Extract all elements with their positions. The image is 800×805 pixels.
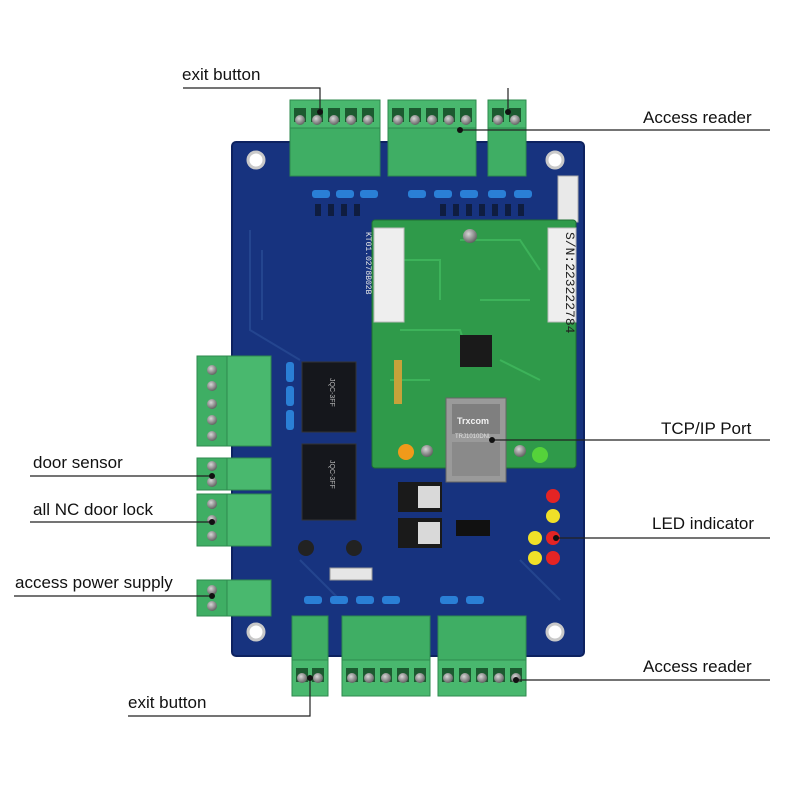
network-module-board: S/N:223222784 Trxcom TRJ1010DNL — [371, 219, 577, 483]
terminal-block-power — [196, 579, 272, 617]
svg-text:JQC-3FF: JQC-3FF — [328, 460, 335, 489]
serial-number: S/N:223222784 — [562, 232, 577, 334]
jack-brand: Trxcom — [457, 416, 489, 426]
terminal-block-top-2 — [387, 99, 477, 177]
qc-label-sticker — [373, 227, 405, 323]
terminal-block-bottom-2 — [341, 615, 431, 697]
orange-led — [398, 444, 414, 460]
label-nc-door-lock: all NC door lock — [33, 500, 153, 519]
board-code: KT01.0278B02B — [363, 232, 372, 295]
terminal-block-top-3 — [487, 99, 527, 177]
label-access-reader-top: Access reader — [643, 108, 752, 127]
terminal-block-bottom-3 — [437, 615, 527, 697]
led-indicator-group — [528, 489, 560, 565]
jack-model: TRJ1010DNL — [455, 434, 492, 440]
relays: JQC-3FF JQC-3FF — [301, 361, 357, 521]
label-led-indicator: LED indicator — [652, 514, 755, 533]
serial-label-sticker — [547, 227, 577, 323]
svg-text:JQC-3FF: JQC-3FF — [328, 378, 335, 407]
callout-lines — [14, 87, 770, 717]
label-tcpip-port: TCP/IP Port — [661, 419, 752, 438]
voltage-regulators — [398, 482, 442, 548]
label-power-supply: access power supply — [15, 573, 173, 592]
top-component-row — [312, 190, 532, 198]
crystal — [329, 567, 373, 581]
label-access-reader-bottom: Access reader — [643, 657, 752, 676]
label-exit-button-top: exit button — [182, 65, 261, 84]
terminal-block-top-1 — [289, 99, 381, 177]
terminal-block-left-1 — [196, 355, 272, 447]
label-exit-button-bottom: exit button — [128, 693, 207, 712]
white-connector — [557, 175, 579, 223]
callout-line-exit-top — [183, 87, 321, 110]
terminal-block-left-2 — [196, 457, 272, 491]
terminal-block-left-3 — [196, 493, 272, 547]
label-door-sensor: door sensor — [33, 453, 123, 472]
callout-line-exit-bottom — [128, 680, 311, 717]
ic-chip — [456, 520, 490, 536]
green-led — [532, 447, 548, 463]
